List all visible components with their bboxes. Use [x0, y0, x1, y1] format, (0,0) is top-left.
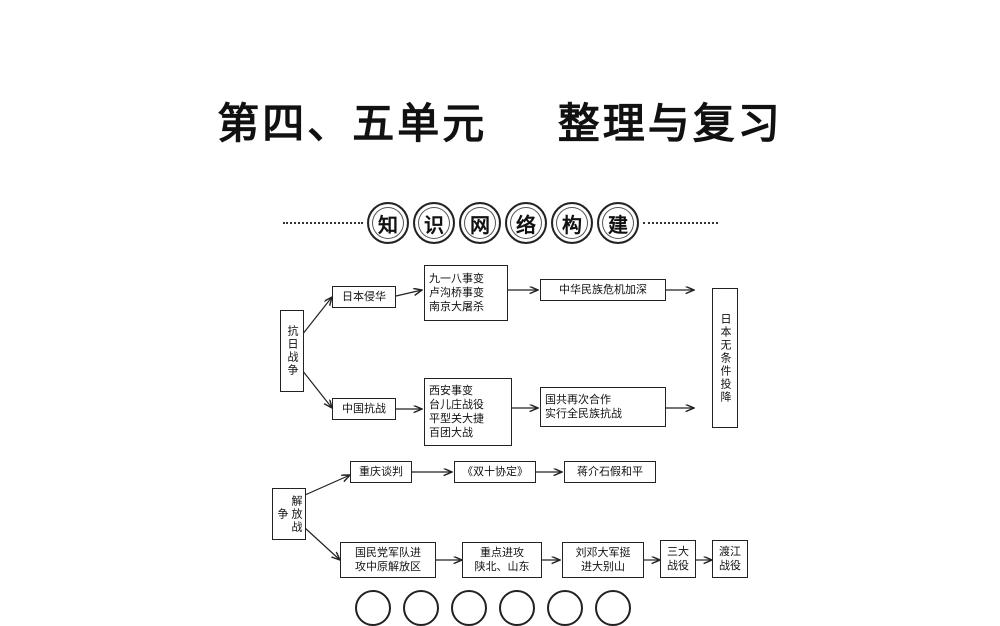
- partial-badge-1: [355, 590, 391, 626]
- banner-char-5: 构: [551, 202, 593, 244]
- node-kmt-attack: 国民党军队进 攻中原解放区: [340, 542, 436, 578]
- node-dabie-mountain: 刘邓大军挺 进大别山: [562, 542, 644, 578]
- node-river-crossing: 渡江 战役: [712, 540, 748, 578]
- kmt-attack-line-1: 国民党军队进: [355, 546, 421, 559]
- node-china-resistance: 中国抗战: [332, 398, 396, 420]
- node-resistance-events: 西安事变 台儿庄战役 平型关大捷 百团大战: [424, 378, 512, 446]
- event-xian: 西安事变: [429, 384, 473, 397]
- event-taierzhuang: 台儿庄战役: [429, 398, 484, 411]
- node-three-campaigns: 三大 战役: [660, 540, 696, 578]
- node-liberation-war: 解放战争: [272, 488, 306, 540]
- partial-badge-5: [547, 590, 583, 626]
- banner-char-4: 络: [505, 202, 547, 244]
- event-lugou-bridge: 卢沟桥事变: [429, 286, 484, 299]
- node-national-crisis: 中华民族危机加深: [540, 279, 666, 301]
- node-cooperation: 国共再次合作 实行全民族抗战: [540, 387, 666, 427]
- banner-char-3: 网: [459, 202, 501, 244]
- node-japan-surrender: 日本无条件投降: [712, 288, 738, 428]
- node-japanese-invasion: 日本侵华: [332, 286, 396, 308]
- cooperation-line-2: 实行全民族抗战: [545, 407, 622, 420]
- banner-char-6: 建: [597, 202, 639, 244]
- partial-badge-6: [595, 590, 631, 626]
- node-chongqing-talks: 重庆谈判: [350, 461, 412, 483]
- banner-char-1: 知: [367, 202, 409, 244]
- banner-dotline-left: [283, 222, 363, 224]
- event-pingxingguan: 平型关大捷: [429, 412, 484, 425]
- node-invasion-events: 九一八事变 卢沟桥事变 南京大屠杀: [424, 265, 508, 321]
- cooperation-line-1: 国共再次合作: [545, 393, 611, 406]
- river-crossing-line-2: 战役: [719, 559, 741, 572]
- event-nanjing: 南京大屠杀: [429, 300, 484, 313]
- partial-badge-3: [451, 590, 487, 626]
- node-key-attack: 重点进攻 陕北、山东: [462, 542, 542, 578]
- key-attack-line-1: 重点进攻: [480, 546, 524, 559]
- three-campaigns-line-1: 三大: [667, 545, 689, 558]
- dabie-line-1: 刘邓大军挺: [575, 546, 631, 559]
- partial-badge-2: [403, 590, 439, 626]
- node-anti-japanese-war: 抗日战争: [280, 310, 304, 392]
- event-hundred-regiments: 百团大战: [429, 426, 473, 439]
- banner-char-2: 识: [413, 202, 455, 244]
- banner-dotline-right: [643, 222, 718, 224]
- river-crossing-line-1: 渡江: [719, 545, 741, 558]
- connector-lines: [301, 0, 1000, 600]
- section-banner: 知 识 网 络 构 建: [283, 198, 718, 248]
- event-918: 九一八事变: [429, 272, 484, 285]
- dabie-line-2: 进大别山: [581, 560, 625, 573]
- page-title: 第四、五单元 整理与复习: [217, 99, 783, 148]
- node-fake-peace: 蒋介石假和平: [564, 461, 656, 483]
- partial-badge-4: [499, 590, 535, 626]
- three-campaigns-line-2: 战役: [667, 559, 689, 572]
- kmt-attack-line-2: 攻中原解放区: [355, 560, 421, 573]
- key-attack-line-2: 陕北、山东: [474, 560, 530, 573]
- node-double-tenth: 《双十协定》: [454, 461, 536, 483]
- next-section-banner-partial: [355, 590, 655, 626]
